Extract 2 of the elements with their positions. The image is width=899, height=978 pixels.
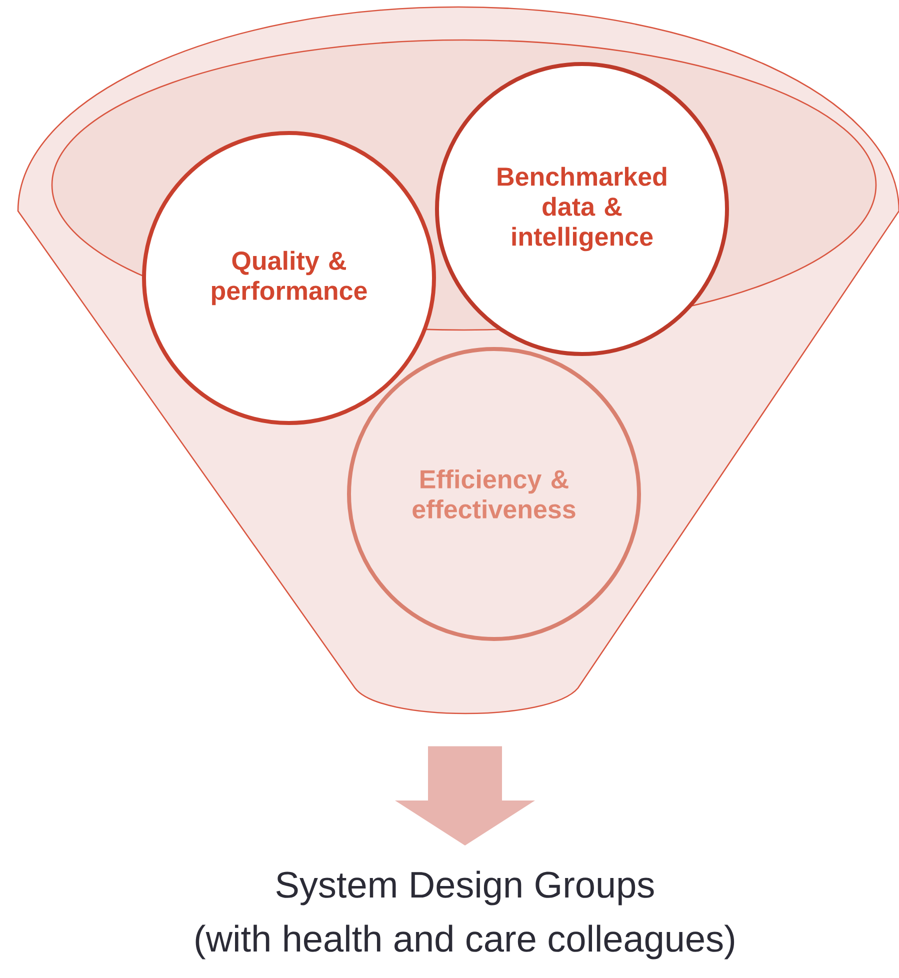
caption-text: System Design Groups (with health and care colleagues) <box>196 870 734 960</box>
block-arrow <box>395 746 535 846</box>
